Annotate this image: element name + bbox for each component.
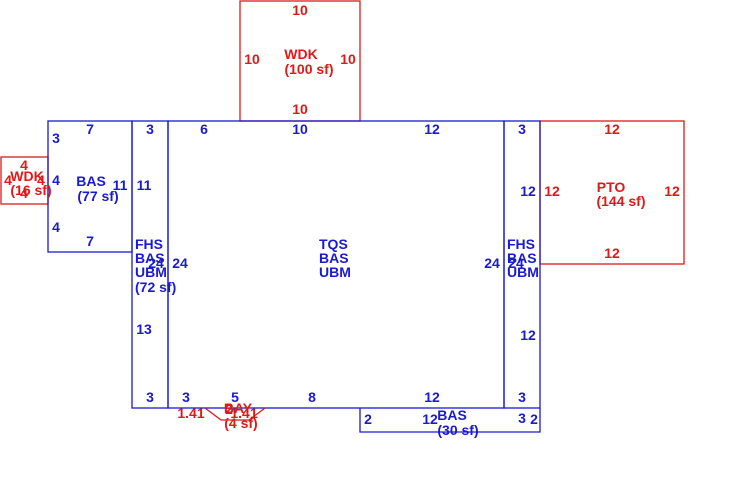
fhs-left-area: 3 11 24 24 13 3 FHS BAS UBM (72 sf) bbox=[135, 121, 188, 405]
bas-left-area: 7 3 4 4 11 7 BAS (77 sf) bbox=[52, 121, 128, 249]
fhs-left-dim-right: 24 bbox=[172, 255, 188, 271]
main-dim-top-c: 12 bbox=[424, 121, 440, 137]
fhs-left-area-sf: (72 sf) bbox=[135, 279, 176, 295]
fhs-right-dim-side-lower: 12 bbox=[520, 327, 536, 343]
pto-area: 12 12 12 12 PTO (144 sf) bbox=[544, 121, 680, 261]
wdk-top-label: WDK bbox=[284, 46, 317, 62]
fhs-left-dim-side-mid: 24 bbox=[148, 255, 164, 271]
wdk-top-dim-top: 10 bbox=[292, 2, 308, 18]
pto-dim-bottom: 12 bbox=[604, 245, 620, 261]
wdk-top-dim-left: 10 bbox=[244, 51, 260, 67]
bas-bottom-outline bbox=[359, 408, 541, 433]
bay-label: BAY bbox=[224, 400, 253, 416]
bas-left-area-sf: (77 sf) bbox=[77, 188, 118, 204]
bas-left-dim-top-left: 3 bbox=[52, 130, 60, 146]
fhs-right-dim-top: 3 bbox=[518, 121, 526, 137]
wdk-left-label: WDK bbox=[10, 168, 43, 184]
bas-bottom-area: 2 12 3 2 BAS (30 sf) bbox=[364, 407, 538, 438]
bay-area: 1.41 2 1.41 BAY (4 sf) bbox=[177, 400, 257, 431]
pto-dim-right: 12 bbox=[664, 183, 680, 199]
wdk-left-area: 4 4 4 4 WDK (16 sf) bbox=[4, 157, 52, 201]
pto-label: PTO bbox=[597, 179, 626, 195]
wdk-top-dim-right: 10 bbox=[340, 51, 356, 67]
bas-left-dim-top: 7 bbox=[86, 121, 94, 137]
wdk-top-area: 10 10 10 10 WDK (100 sf) bbox=[244, 2, 356, 117]
bas-bottom-label: BAS bbox=[437, 407, 467, 423]
bas-bottom-dim-right-b: 2 bbox=[530, 411, 538, 427]
main-dim-bottom-d: 12 bbox=[424, 389, 440, 405]
main-dim-bottom-b: 5 bbox=[231, 389, 239, 405]
fhs-right-dim-side-upper: 12 bbox=[520, 183, 536, 199]
main-label-line2: BAS bbox=[319, 250, 349, 266]
bay-outline bbox=[204, 407, 266, 421]
main-tqs-area: 6 10 12 3 5 8 12 TQS BAS UBM bbox=[182, 121, 440, 405]
main-dim-top-a: 6 bbox=[200, 121, 208, 137]
wdk-top-dim-bottom: 10 bbox=[292, 101, 308, 117]
pto-dim-left: 12 bbox=[544, 183, 560, 199]
main-dim-bottom-c: 8 bbox=[308, 389, 316, 405]
bas-left-dim-right: 11 bbox=[113, 177, 128, 193]
main-dim-top-b: 10 bbox=[292, 121, 308, 137]
fhs-left-dim-side-upper: 11 bbox=[137, 177, 152, 193]
main-label-line1: TQS bbox=[319, 236, 348, 252]
bas-left-dim-bottom: 7 bbox=[86, 233, 94, 249]
bay-dim-left: 1.41 bbox=[177, 405, 204, 421]
bas-left-dim-left-lower: 4 bbox=[52, 219, 60, 235]
wdk-top-area-sf: (100 sf) bbox=[284, 61, 333, 77]
fhs-right-outline bbox=[503, 120, 541, 409]
fhs-left-label-line1: FHS bbox=[135, 236, 163, 252]
fhs-right-area: 3 12 24 24 12 3 FHS BAS UBM bbox=[484, 121, 539, 405]
bay-area-sf: (4 sf) bbox=[224, 415, 257, 431]
main-label-line3: UBM bbox=[319, 264, 351, 280]
fhs-right-label-line2: BAS bbox=[507, 250, 537, 266]
pto-area-sf: (144 sf) bbox=[596, 193, 645, 209]
wdk-left-dim-bottom: 4 bbox=[20, 185, 28, 201]
wdk-left-dim-right: 4 bbox=[37, 172, 45, 188]
bas-bottom-dim-left: 2 bbox=[364, 411, 372, 427]
wdk-left-dim-left: 4 bbox=[4, 172, 12, 188]
bas-bottom-area-sf: (30 sf) bbox=[437, 422, 478, 438]
fhs-left-dim-side-lower: 13 bbox=[136, 321, 152, 337]
fhs-right-dim-left: 24 bbox=[484, 255, 500, 271]
fhs-left-dim-top: 3 bbox=[146, 121, 154, 137]
wdk-left-dim-top: 4 bbox=[20, 157, 28, 173]
fhs-left-label-line3: UBM bbox=[135, 264, 167, 280]
bas-left-label: BAS bbox=[76, 173, 106, 189]
bas-bottom-dim-top: 12 bbox=[422, 411, 438, 427]
fhs-right-label-line3: UBM bbox=[507, 264, 539, 280]
bas-bottom-dim-right-a: 3 bbox=[518, 410, 526, 426]
bay-dim-top: 2 bbox=[225, 401, 233, 417]
bay-dim-right: 1.41 bbox=[230, 405, 257, 421]
pto-dim-top: 12 bbox=[604, 121, 620, 137]
fhs-right-label-line1: FHS bbox=[507, 236, 535, 252]
bas-left-dim-left-upper: 4 bbox=[52, 172, 60, 188]
fhs-right-dim-side-mid: 24 bbox=[508, 255, 524, 271]
wdk-left-area-sf: (16 sf) bbox=[10, 182, 51, 198]
outlines bbox=[0, 0, 685, 433]
fhs-left-label-line2: BAS bbox=[135, 250, 165, 266]
main-dim-bottom-a: 3 bbox=[182, 389, 190, 405]
fhs-right-dim-bottom: 3 bbox=[518, 389, 526, 405]
fhs-left-dim-bottom: 3 bbox=[146, 389, 154, 405]
